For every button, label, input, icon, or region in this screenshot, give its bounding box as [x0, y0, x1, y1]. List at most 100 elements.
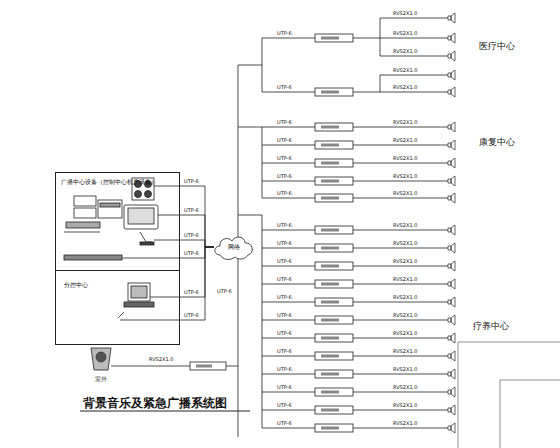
cable-label: RVS2X1.0: [392, 403, 418, 408]
utp-line: [262, 248, 315, 249]
amplifier-panel: [321, 180, 339, 183]
speaker-symbol: [448, 405, 455, 415]
amplifier: [315, 388, 353, 396]
speaker-symbol: [448, 351, 455, 361]
speaker-line: [353, 145, 448, 146]
cable-label: RVS2X1.0: [392, 259, 418, 264]
amplifier-panel: [321, 126, 339, 129]
speaker-line: [353, 320, 448, 321]
utp-connector: [180, 247, 214, 258]
cable-label: RVS2X1.0: [392, 174, 418, 179]
speaker-body: [91, 348, 111, 370]
speaker-symbol: [448, 279, 455, 289]
utp-line: [262, 230, 315, 231]
speaker-line: [353, 38, 380, 39]
speaker-symbol: [448, 193, 455, 203]
corner-frame: [458, 342, 560, 448]
speaker-symbol: [448, 33, 455, 43]
sub-control-computer: [118, 283, 180, 320]
edge-label: UTP-6: [183, 179, 200, 184]
edge-label: UTP-6: [183, 290, 200, 295]
cable-label: RVS2X1.0: [392, 421, 418, 426]
cable-label: UTP-6: [276, 349, 293, 354]
title-underline: [80, 411, 250, 412]
cable-label: UTP-6: [216, 289, 233, 294]
diagram-title: 背景音乐及紧急广播系统图: [82, 397, 228, 409]
amplifier: [315, 141, 353, 149]
speaker-line: [353, 374, 448, 375]
speaker-line: [353, 302, 448, 303]
cable-label: RVS2X1.0: [392, 295, 418, 300]
speaker-line: [353, 181, 448, 182]
speaker-symbol: [448, 369, 455, 379]
edge-label: UTP-6: [183, 251, 200, 256]
cable-label: RVS2X1.0: [392, 331, 418, 336]
speaker-symbol: [448, 315, 455, 325]
area-label: 疗养中心: [472, 322, 510, 331]
speaker-line: [380, 18, 381, 56]
amplifier: [315, 194, 353, 202]
utp-line: [262, 266, 315, 267]
utp-line: [262, 392, 315, 393]
cable-label: RVS2X1.0: [148, 357, 174, 362]
cable-label: RVS2X1.0: [392, 85, 418, 90]
speaker-line: [353, 266, 448, 267]
amplifier-panel: [321, 283, 339, 286]
speaker-symbol: [448, 51, 455, 61]
utp-line: [262, 428, 315, 429]
area-label: 康复中心: [478, 138, 516, 147]
speaker-symbol: [448, 70, 455, 80]
cable-label: RVS2X1.0: [392, 49, 418, 54]
cable-label: UTP-6: [276, 174, 293, 179]
cable-label: UTP-6: [276, 403, 293, 408]
speaker-line: [380, 75, 381, 92]
amplifier: [315, 244, 353, 252]
amplifier-panel: [321, 91, 339, 94]
cable-label: RVS2X1.0: [392, 241, 418, 246]
edge-label: UTP-6: [183, 208, 200, 213]
speaker-line: [380, 56, 448, 57]
speaker-line: [380, 18, 448, 19]
utp-line: [262, 198, 315, 199]
area-heading: 分控中心: [64, 281, 88, 290]
cable-label: UTP-6: [276, 120, 293, 125]
speaker-line: [353, 248, 448, 249]
node-label: 网络: [228, 243, 240, 252]
amplifier-panel: [321, 319, 339, 322]
cable-label: UTP-6: [276, 331, 293, 336]
edge-label: UTP-6: [183, 313, 200, 318]
utp-connector: [180, 186, 214, 247]
cable-label: RVS2X1.0: [392, 349, 418, 354]
speaker-symbol: [448, 225, 455, 235]
amplifier: [315, 88, 353, 96]
speaker-line: [353, 338, 448, 339]
amplifier: [315, 424, 353, 432]
speaker-symbol: [448, 87, 455, 97]
amplifier: [315, 352, 353, 360]
cable-label: UTP-6: [276, 138, 293, 143]
outdoor-amplifier: [190, 362, 226, 370]
utp-line: [262, 374, 315, 375]
amplifier: [315, 370, 353, 378]
speaker-symbol: [448, 333, 455, 343]
speaker-line: [353, 428, 448, 429]
amplifier: [315, 298, 353, 306]
utp-line: [262, 356, 315, 357]
speaker-line: [353, 356, 448, 357]
amplifier-panel: [321, 265, 339, 268]
cable-label: RVS2X1.0: [392, 11, 418, 16]
cable-label: UTP-6: [276, 191, 293, 196]
utp-line: [262, 320, 315, 321]
cable-label: UTP-6: [276, 241, 293, 246]
cable-label: RVS2X1.0: [392, 277, 418, 282]
amplifier-panel: [321, 144, 339, 147]
utp-line: [262, 163, 315, 164]
speaker-line: [380, 92, 448, 93]
amplifier-panel: [321, 427, 339, 430]
amplifier: [315, 159, 353, 167]
amplifier-panel: [321, 247, 339, 250]
amplifier-panel: [321, 409, 339, 412]
speaker-symbol: [448, 158, 455, 168]
utp-line: [262, 92, 315, 93]
cable-label: UTP-6: [276, 385, 293, 390]
